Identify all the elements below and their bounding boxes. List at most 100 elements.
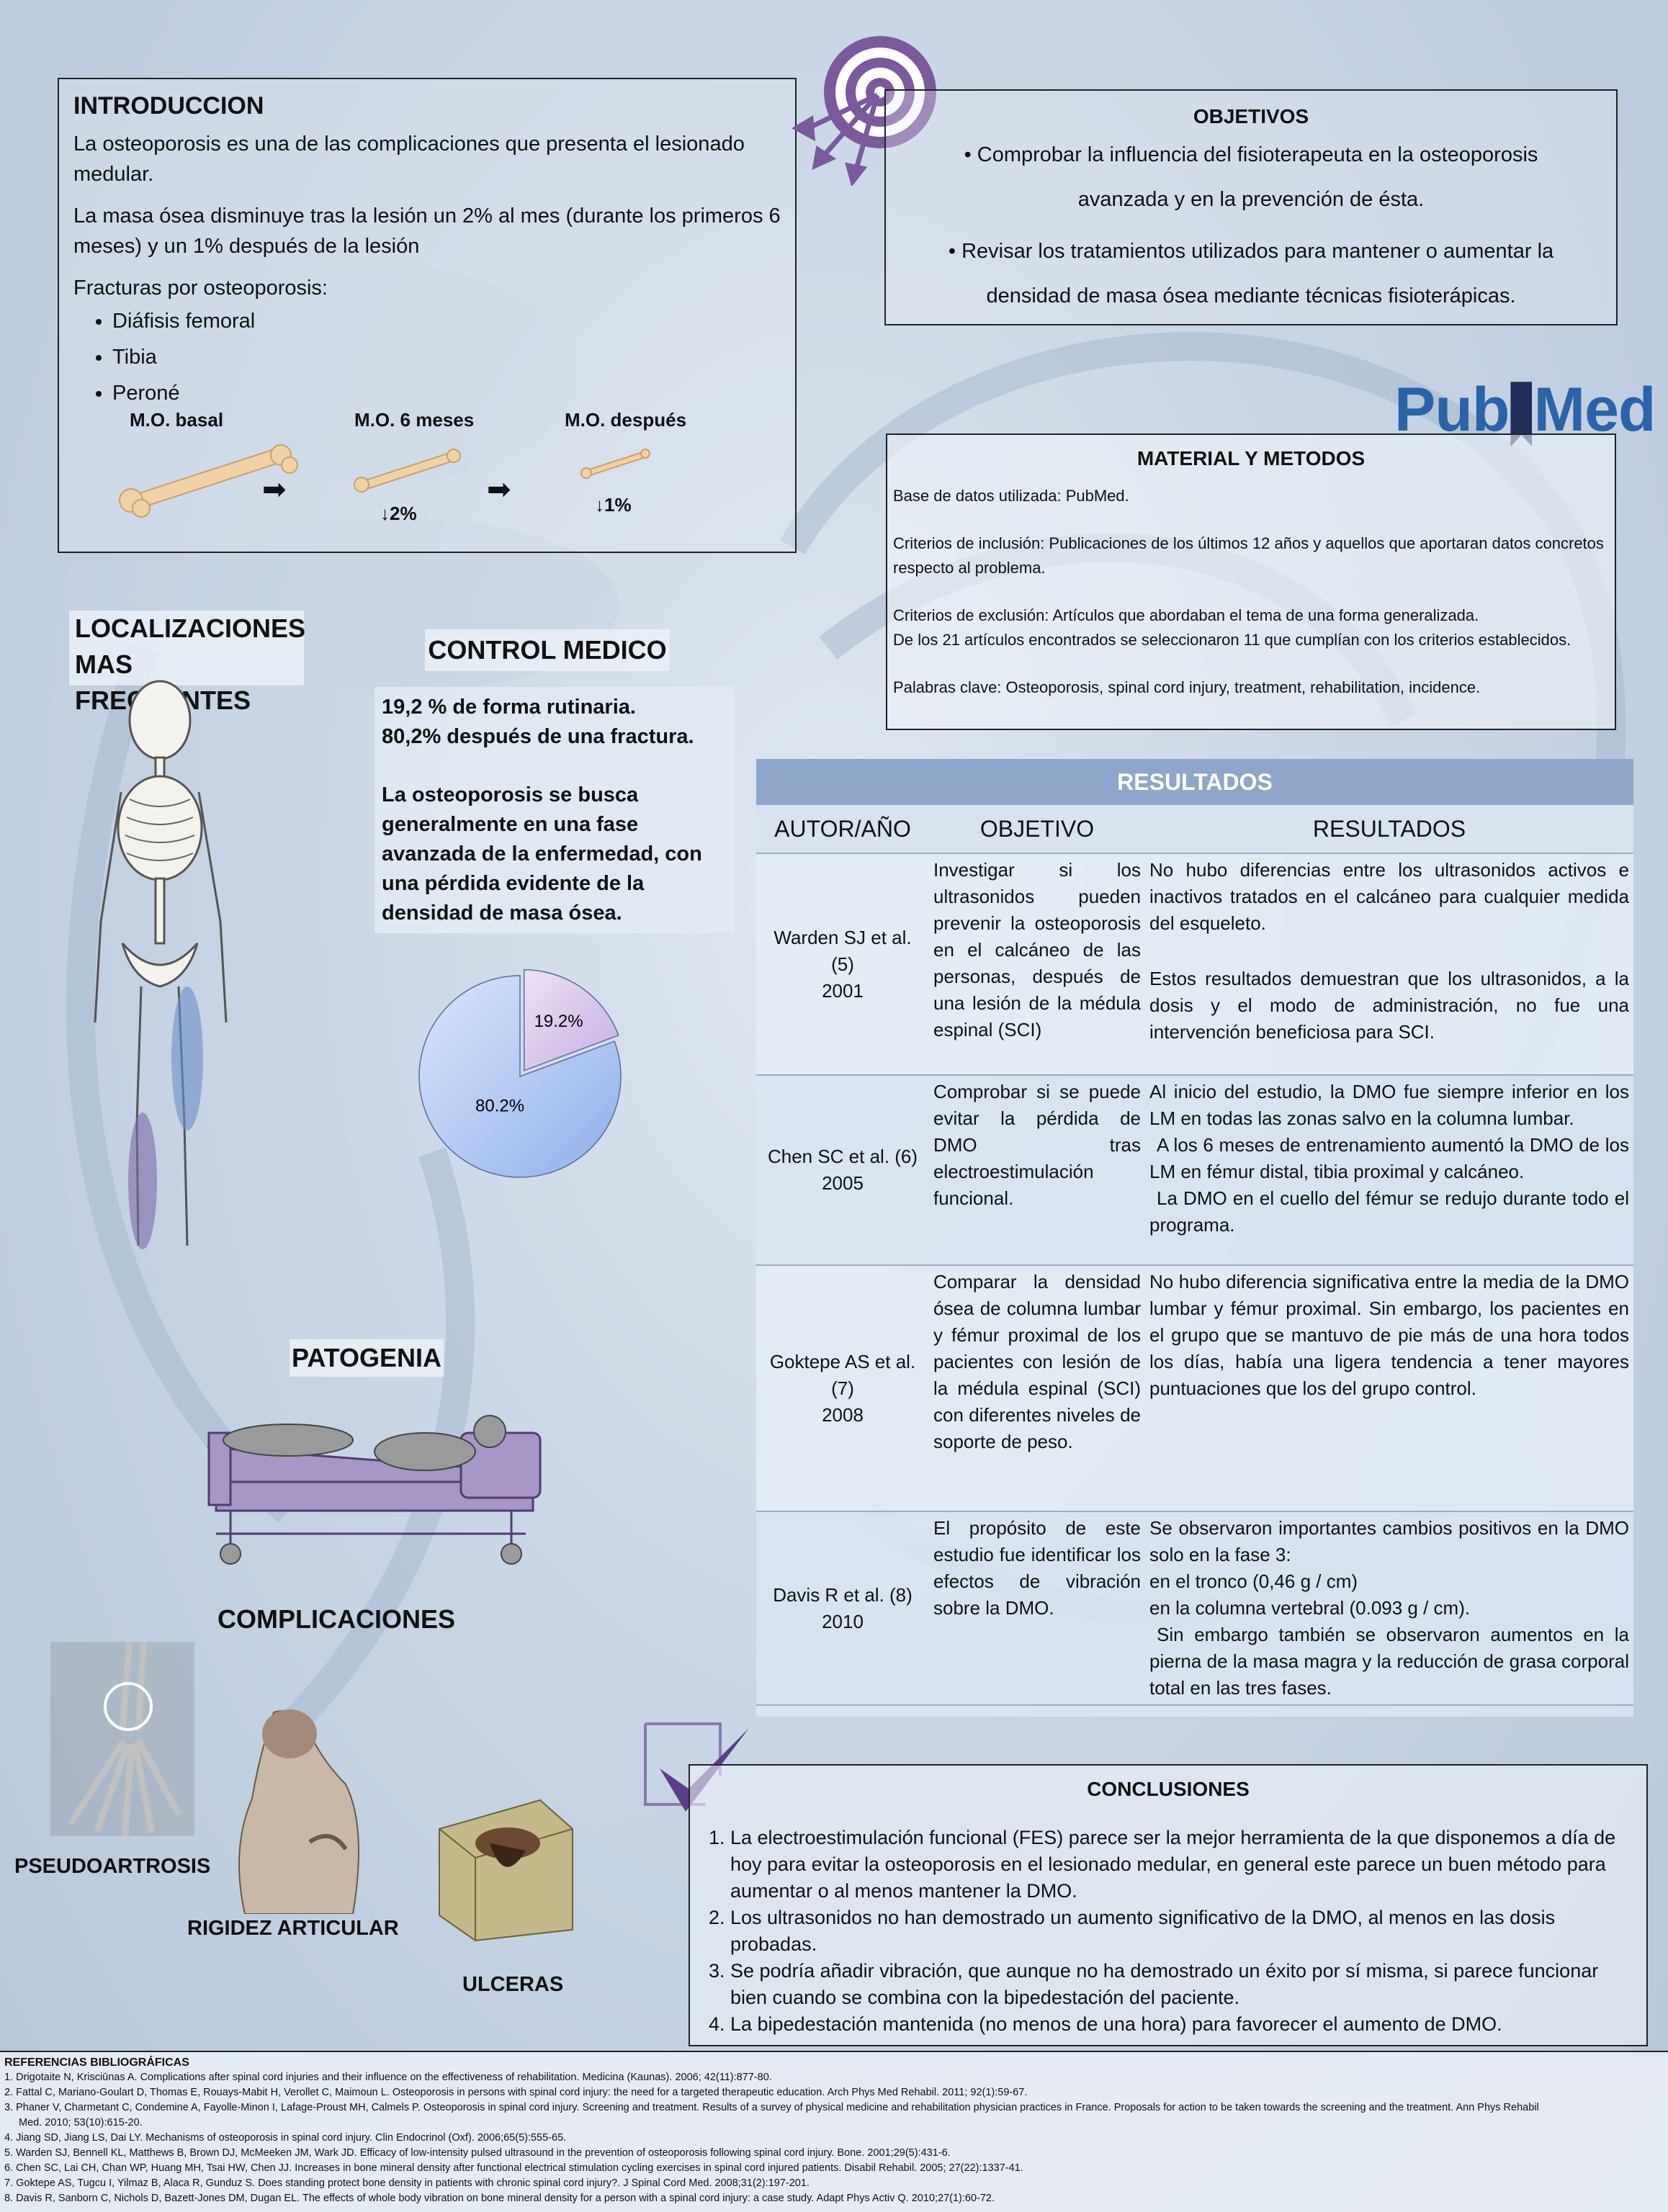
author-name: Goktepe AS et al. (7) (769, 1350, 916, 1399)
list-item: Diáfisis femoral (112, 303, 781, 339)
result-text: en la columna vertebral (0.093 g / cm). (1149, 1597, 1471, 1619)
bone-large-icon (119, 444, 298, 518)
list-item: La bipedestación mantenida (no menos de … (730, 2011, 1636, 2038)
material-line: Palabras clave: Osteoporosis, spinal cor… (893, 678, 1481, 696)
cell-author: Davis R et al. (8)2010 (756, 1511, 929, 1706)
objetivo-line: • Comprobar la influencia del fisioterap… (964, 143, 1538, 166)
material-title: MATERIAL Y METODOS (1136, 447, 1366, 469)
pie-label-19-2: 19.2% (534, 1012, 583, 1031)
pie-slice (418, 975, 622, 1178)
pie-slice (523, 969, 619, 1071)
ulcer-skin-illustration (439, 1799, 573, 1942)
ulceras-label: ULCERAS (462, 1973, 564, 1996)
reference-item: 7. Goktepe AS, Tugcu I, Yilmaz B, Alaca … (4, 2177, 810, 2189)
intro-paragraph-1: La osteoporosis es una de las complicaci… (73, 132, 745, 186)
control-pie-chart: 19.2% 80.2% (418, 969, 622, 1178)
cell-resultados: No hubo diferencias entre los ultrasonid… (1145, 853, 1633, 1076)
reference-item: 2. Fattal C, Mariano-Goulart D, Thomas E… (4, 2087, 1028, 2098)
introduccion-panel: INTRODUCCION La osteoporosis es una de l… (58, 78, 797, 553)
control-panel: 19,2 % de forma rutinaria. 80,2% después… (375, 687, 735, 933)
cell-objetivo: Comprobar si se puede evitar la pérdida … (929, 1075, 1145, 1266)
author-year: 2001 (822, 979, 864, 1002)
material-line: Criterios de inclusión: Publicaciones de… (893, 534, 1604, 577)
reference-item: 3. Phaner V, Charmetant C, Condemine A, … (4, 2102, 1539, 2113)
pseudoartrosis-label: PSEUDOARTROSIS (14, 1855, 211, 1878)
drop-6m-label: ↓2% (380, 503, 417, 524)
cell-author: Warden SJ et al. (5)2001 (756, 853, 929, 1076)
checkmark-icon (644, 1722, 749, 1812)
conclusiones-list: La electroestimulación funcional (FES) p… (700, 1825, 1636, 2038)
cell-resultados: Se observaron importantes cambios positi… (1145, 1511, 1633, 1706)
localizaciones-title-1: LOCALIZACIONES (75, 613, 305, 643)
complicaciones-title: COMPLICACIONES (218, 1604, 456, 1634)
intro-paragraph-3: Fracturas por osteoporosis: (73, 276, 328, 300)
tibia-highlight (128, 1112, 157, 1249)
conclusiones-panel: CONCLUSIONES La electroestimulación func… (689, 1764, 1648, 2046)
skeleton-illustration (94, 680, 228, 1249)
bone-small-icon (580, 449, 650, 479)
fracture-list: Diáfisis femoral Tibia Peroné (73, 303, 781, 411)
hospital-bed-illustration (207, 1415, 542, 1565)
objetivo-line: densidad de masa ósea mediante técnicas … (986, 284, 1516, 307)
drop-after-label: ↓1% (595, 494, 632, 516)
control-line-2: 80,2% después de una fractura. (382, 725, 694, 748)
result-text: No hubo diferencias entre los ultrasonid… (1149, 859, 1629, 934)
stage-basal-label: M.O. basal (130, 409, 224, 431)
pubmed-text-pub: Pub (1394, 375, 1510, 444)
result-text: Estos resultados demuestran que los ultr… (1149, 968, 1629, 1043)
author-name: Davis R et al. (8) (773, 1583, 913, 1606)
pubmed-text-med: Med (1533, 375, 1656, 444)
control-title-box: CONTROL MEDICO (425, 629, 670, 671)
result-text: No hubo diferencia significativa entre l… (1149, 1271, 1629, 1399)
referencias-panel: REFERENCIAS BIBLIOGRÁFICAS 1. Drigotaite… (0, 2051, 1668, 2212)
col-header-resultados: RESULTADOS (1145, 805, 1633, 854)
author-year: 2005 (822, 1172, 864, 1194)
table-row: Goktepe AS et al. (7) 2008 Comparar la de… (756, 1265, 1633, 1512)
cell-resultados: No hubo diferencia significativa entre l… (1145, 1265, 1633, 1512)
referencias-title: REFERENCIAS BIBLIOGRÁFICAS (4, 2056, 189, 2069)
rigidez-label: RIGIDEZ ARTICULAR (187, 1917, 399, 1940)
target-icon (791, 36, 936, 186)
reference-item: 5. Warden SJ, Bennell KL, Matthews B, Br… (4, 2147, 951, 2159)
objetivos-panel: OBJETIVOS • Comprobar la influencia del … (884, 89, 1618, 325)
patogenia-title: PATOGENIA (291, 1343, 442, 1372)
col-header-author: AUTOR/AÑO (756, 805, 929, 854)
table-row: Chen SC et al. (6)2005 Comprobar si se p… (756, 1075, 1633, 1266)
control-title: CONTROL MEDICO (428, 635, 667, 665)
femur-highlight (171, 986, 203, 1130)
author-year: 2008 (822, 1403, 864, 1426)
reference-item: 8. Davis R, Sanborn C, Nichols D, Bazett… (4, 2193, 995, 2204)
cell-resultados: Al inicio del estudio, la DMO fue siempr… (1145, 1075, 1633, 1266)
control-line-1: 19,2 % de forma rutinaria. (382, 696, 636, 719)
arrow-right-icon: ➡ (487, 474, 511, 505)
arrow-right-icon: ➡ (262, 474, 287, 505)
cell-author: Goktepe AS et al. (7) 2008 (756, 1265, 929, 1512)
result-text: en el tronco (0,46 g / cm) (1149, 1570, 1358, 1592)
material-line: Base de datos utilizada: PubMed. (893, 487, 1129, 505)
reference-item: Med. 2010; 53(10):615-20. (19, 2117, 143, 2128)
localizaciones-title-box: LOCALIZACIONES MAS FRECUENTES (69, 611, 305, 715)
result-text: Sin embargo también se observaron aument… (1149, 1624, 1629, 1699)
introduccion-title: INTRODUCCION (73, 92, 264, 120)
material-panel: MATERIAL Y METODOS Base de datos utiliza… (886, 433, 1616, 730)
intro-paragraph-2: La masa ósea disminuye tras la lesión un… (73, 204, 781, 258)
hand-xray-illustration (50, 1642, 194, 1836)
cell-author: Chen SC et al. (6)2005 (756, 1075, 929, 1266)
list-item: Se podría añadir vibración, que aunque n… (730, 1958, 1636, 2011)
reference-item: 4. Jiang SD, Jiang LS, Dai LY. Mechanism… (4, 2132, 567, 2144)
result-text: Se observaron importantes cambios positi… (1149, 1517, 1629, 1565)
cell-objetivo: Comparar la densidad ósea de columna lum… (929, 1265, 1145, 1512)
result-text: A los 6 meses de entrenamiento aumentó l… (1149, 1134, 1629, 1182)
table-header-row: AUTOR/AÑO OBJETIVO RESULTADOS (756, 805, 1633, 854)
objetivos-title: OBJETIVOS (1193, 105, 1309, 127)
back-pain-illustration (238, 1709, 359, 1914)
objetivo-line: avanzada y en la prevención de ésta. (1077, 188, 1425, 211)
result-text: Al inicio del estudio, la DMO fue siempr… (1149, 1081, 1629, 1129)
list-item: Los ultrasonidos no han demostrado un au… (730, 1905, 1636, 1958)
resultados-table: AUTOR/AÑO OBJETIVO RESULTADOS Warden SJ … (756, 805, 1633, 1706)
bone-medium-icon (354, 449, 461, 493)
resultados-panel: RESULTADOS AUTOR/AÑO OBJETIVO RESULTADOS… (756, 759, 1633, 1717)
pie-label-80-2: 80.2% (475, 1096, 524, 1115)
stage-after-label: M.O. después (565, 409, 687, 431)
pubmed-logo: Pub Med (1394, 363, 1668, 457)
